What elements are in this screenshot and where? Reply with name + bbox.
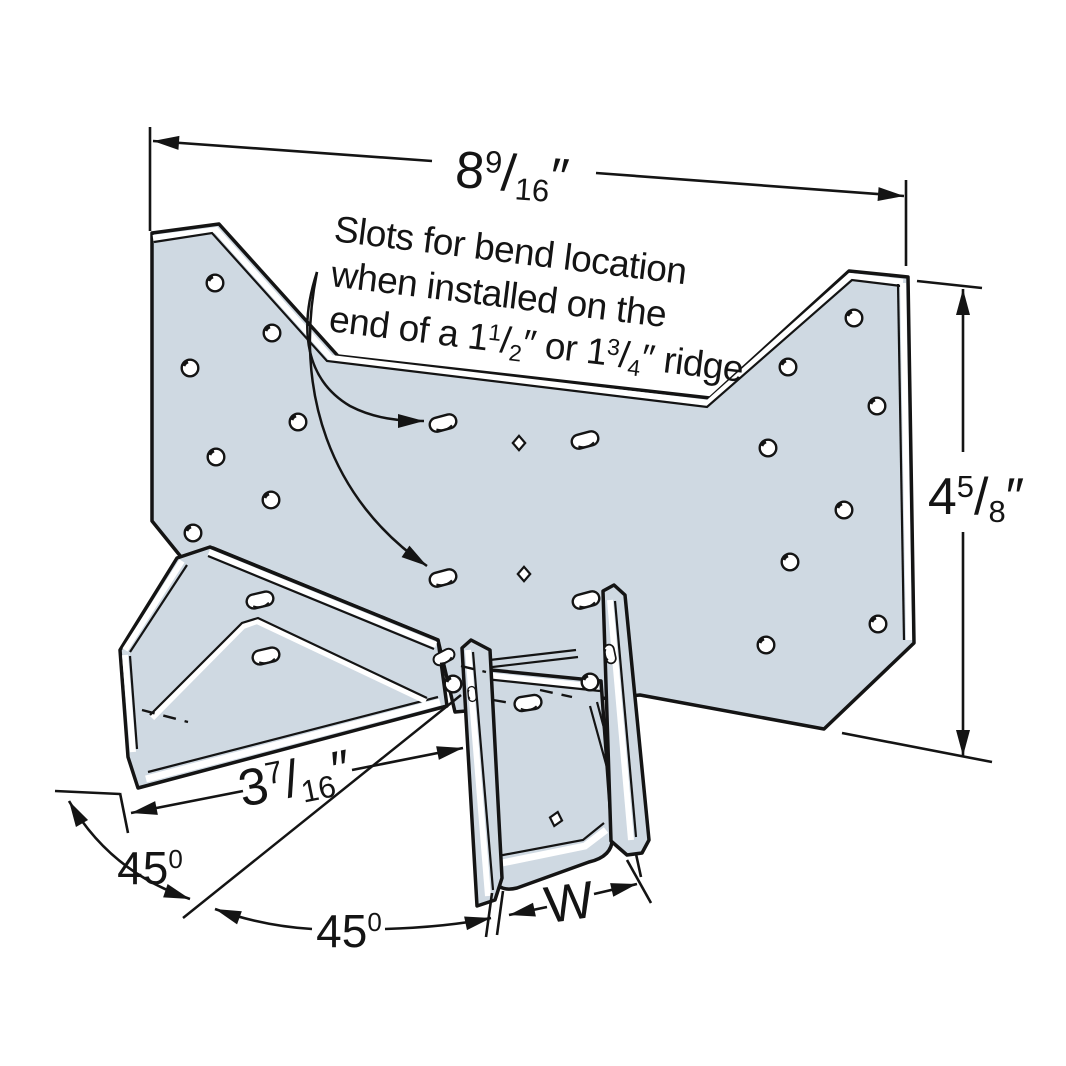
right-flange-hem-line — [613, 600, 638, 838]
plate-hem-white — [152, 226, 904, 407]
bend-slot — [466, 685, 478, 703]
dimension-line — [152, 135, 433, 163]
flange-edge-hem-line — [128, 655, 139, 750]
dimension-line — [595, 171, 905, 202]
extension-tick — [495, 890, 505, 936]
nail-hole — [778, 357, 798, 377]
dimension-line — [351, 746, 464, 772]
dimension-line — [130, 789, 244, 815]
dim-overall-height-label: 45/8″ — [928, 468, 1024, 529]
angle-bottom-label: 450 — [316, 905, 382, 957]
bend-slot — [512, 692, 544, 714]
extension-line — [916, 279, 983, 290]
flange-left-hem-line — [129, 564, 188, 653]
dimension-line — [593, 882, 638, 897]
saddle-hidden-line — [492, 698, 512, 705]
saddle-hidden-line — [460, 664, 487, 674]
flange-fold-hem-white — [207, 549, 438, 648]
dim-overall-width: 89/16″ — [148, 127, 908, 266]
nail-hole — [288, 412, 308, 432]
bent-flange-left — [118, 545, 449, 790]
flange-crease-white — [149, 617, 428, 721]
flange-left-hem-white — [122, 559, 185, 652]
flange-bottom-hem-white — [145, 698, 441, 783]
nail-hole — [443, 674, 463, 694]
flange-crease-line — [149, 616, 428, 716]
leader-arrow-lower — [308, 271, 428, 568]
extension-tick — [625, 859, 653, 904]
nail-hole — [580, 672, 600, 692]
plate-right-hem-line — [896, 283, 906, 641]
reference-diagonal — [182, 694, 462, 919]
nail-hole — [780, 552, 800, 572]
nail-hole — [868, 614, 888, 634]
dim-seat-width-label: W — [541, 871, 598, 935]
extension-line — [841, 731, 993, 764]
dim-overall-width-label: 89/16″ — [453, 141, 571, 210]
nail-hole — [205, 273, 225, 293]
dimension-line — [508, 902, 548, 917]
dim-overall-height: 45/8″ — [841, 279, 1024, 764]
nail-hole — [183, 523, 203, 543]
angle-arc — [384, 916, 492, 931]
panel-bottom-hem-line — [497, 822, 605, 858]
angle-left-label: 450 — [117, 842, 183, 894]
nail-hole — [834, 500, 854, 520]
seat-saddle — [460, 583, 651, 908]
nail-hole — [756, 635, 776, 655]
extension-line — [634, 853, 643, 878]
nail-hole — [261, 490, 281, 510]
main-plate — [150, 222, 916, 731]
leader-arrow-upper — [306, 271, 425, 428]
plate-right-hem-white — [900, 282, 912, 641]
nail-hole — [844, 308, 864, 328]
saddle-back-edge — [480, 648, 577, 663]
dim-seat-width: W — [484, 853, 653, 938]
plate-hem-line — [153, 231, 902, 409]
extension-tick — [118, 792, 130, 834]
saddle-back-edge — [483, 655, 579, 670]
reference-line — [54, 789, 121, 796]
right-flange-hem-white — [607, 599, 634, 841]
nail-hole — [758, 438, 778, 458]
extension-tick — [484, 892, 494, 938]
nail-hole — [180, 358, 200, 378]
angle-arc — [67, 800, 191, 901]
flange-bottom-hem-line — [147, 695, 439, 774]
panel-top-hem-line — [484, 677, 601, 693]
nail-hole — [262, 323, 282, 343]
angle-arc — [214, 907, 313, 931]
left-flange-hem-line — [471, 651, 495, 891]
left-flange-outline — [118, 545, 449, 790]
nail-hole — [867, 396, 887, 416]
saddle-hidden-line — [539, 688, 573, 699]
flange-hidden-line — [141, 708, 189, 724]
nail-hole — [206, 447, 226, 467]
flange-fold-hem-line — [207, 554, 435, 651]
flange-edge-hem-white — [122, 654, 136, 753]
angle-dims: 450 450 — [54, 694, 492, 957]
panel-bottom-hem-white — [496, 827, 609, 868]
panel-top-hem-white — [483, 672, 600, 690]
